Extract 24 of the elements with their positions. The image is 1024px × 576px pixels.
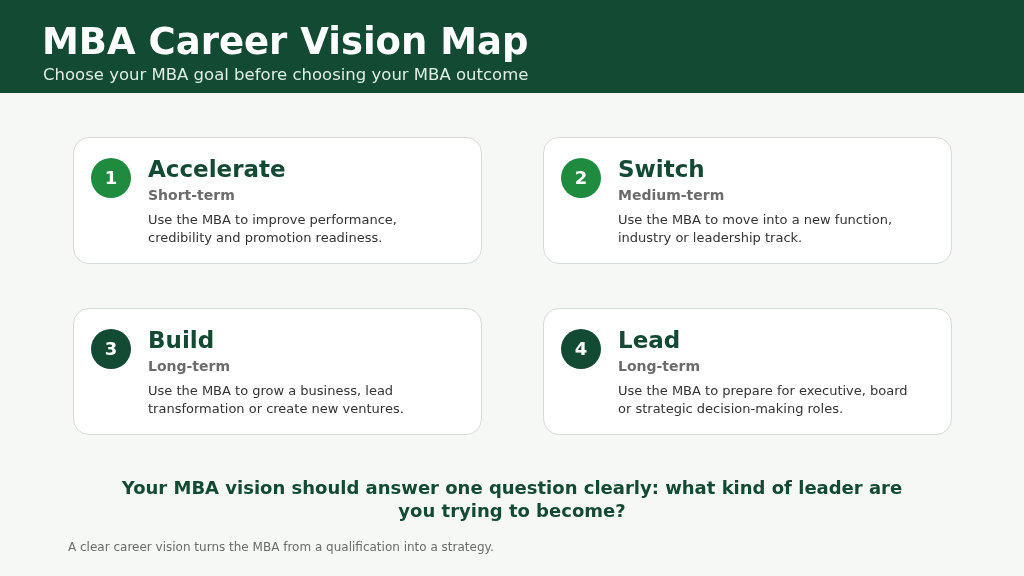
goal-card — [73, 308, 482, 435]
card-heading: Build — [148, 326, 215, 354]
term-label: Medium-term — [618, 186, 725, 204]
card-heading: Switch — [618, 155, 705, 183]
card-heading: Accelerate — [148, 155, 286, 183]
key-question: Your MBA vision should answer one question clearly: what kind of leader are you trying to become? — [120, 476, 904, 522]
card-description: Use the MBA to move into a new function, industry or leadership track. — [618, 211, 894, 247]
term-label: Short-term — [148, 186, 235, 204]
goal-card — [73, 137, 482, 264]
subtitle: Choose your MBA goal before choosing your MBA outcome — [43, 65, 529, 85]
step-number-circle: 3 — [91, 329, 131, 369]
card-heading: Lead — [618, 326, 681, 354]
term-label: Long-term — [618, 357, 701, 375]
card-description: Use the MBA to grow a business, lead transformation or create new ventures. — [148, 382, 405, 418]
step-number-circle: 4 — [561, 329, 601, 369]
goal-card — [543, 308, 952, 435]
step-number-circle: 1 — [91, 158, 131, 198]
page-title: MBA Career Vision Map — [42, 20, 529, 64]
step-number-circle: 2 — [561, 158, 601, 198]
footnote: A clear career vision turns the MBA from a qualification into a strategy. — [68, 539, 494, 555]
card-description: Use the MBA to improve performance, credibility and promotion readiness. — [148, 211, 398, 247]
term-label: Long-term — [148, 357, 231, 375]
goal-card — [543, 137, 952, 264]
card-description: Use the MBA to prepare for executive, board or strategic decision-making roles. — [618, 382, 909, 418]
